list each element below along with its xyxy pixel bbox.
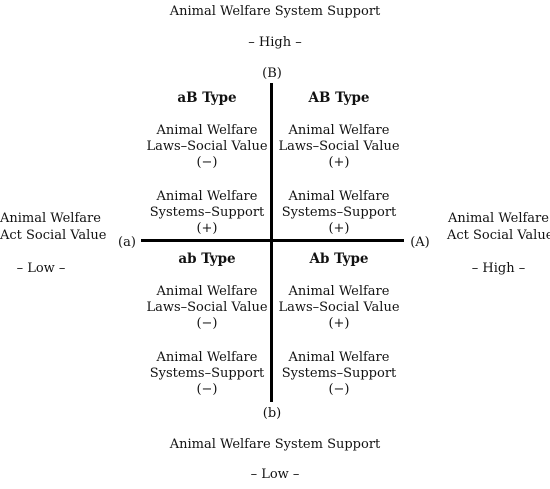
laws-sign: (+) xyxy=(328,155,350,170)
axis-label-b: (b) xyxy=(262,406,282,421)
systems-sign: (+) xyxy=(196,221,218,236)
systems-sign: (+) xyxy=(328,221,350,236)
systems-line1: Animal Welfare xyxy=(156,350,258,365)
right-axis-title-line2: Act Social Value xyxy=(447,228,550,243)
top-axis-title: Animal Welfare System Support xyxy=(169,4,381,19)
laws-line1: Animal Welfare xyxy=(156,123,258,138)
top-axis-level: – High – xyxy=(248,35,302,50)
laws-line1: Animal Welfare xyxy=(288,284,390,299)
systems-line1: Animal Welfare xyxy=(288,350,390,365)
left-axis-title-line1: Animal Welfare xyxy=(0,211,101,226)
laws-sign: (−) xyxy=(196,155,218,170)
quadrant-AB: AB Type Animal Welfare Laws–Social Value… xyxy=(274,90,404,237)
left-axis-title-line2: Act Social Value xyxy=(0,228,107,243)
horizontal-axis xyxy=(141,239,404,242)
laws-line1: Animal Welfare xyxy=(156,284,258,299)
quadrant-title: Ab Type xyxy=(309,251,369,267)
quadrant-title: AB Type xyxy=(308,90,370,106)
right-axis-level: – High – xyxy=(471,261,526,276)
axis-label-a: (a) xyxy=(118,235,136,250)
axis-label-B: (B) xyxy=(262,66,282,81)
axis-label-A: (A) xyxy=(410,235,430,250)
systems-line2: Systems–Support xyxy=(149,205,265,220)
left-axis-level: – Low – xyxy=(16,261,66,276)
laws-sign: (+) xyxy=(328,316,350,331)
quadrant-title: aB Type xyxy=(177,90,237,106)
quadrant-ab: ab Type Animal Welfare Laws–Social Value… xyxy=(142,251,272,398)
quadrant-title: ab Type xyxy=(178,251,236,267)
laws-line2: Laws–Social Value xyxy=(146,139,268,154)
right-axis-title-line1: Animal Welfare xyxy=(448,211,549,226)
bottom-axis-title: Animal Welfare System Support xyxy=(169,437,381,452)
systems-line2: Systems–Support xyxy=(281,366,397,381)
laws-line2: Laws–Social Value xyxy=(278,300,400,315)
systems-line1: Animal Welfare xyxy=(156,189,258,204)
laws-line2: Laws–Social Value xyxy=(278,139,400,154)
systems-line2: Systems–Support xyxy=(149,366,265,381)
laws-sign: (−) xyxy=(196,316,218,331)
quadrant-Ab: Ab Type Animal Welfare Laws–Social Value… xyxy=(274,251,404,398)
systems-line1: Animal Welfare xyxy=(288,189,390,204)
systems-sign: (−) xyxy=(196,382,218,397)
systems-line2: Systems–Support xyxy=(281,205,397,220)
vertical-axis xyxy=(270,83,273,402)
bottom-axis-level: – Low – xyxy=(250,467,300,482)
systems-sign: (−) xyxy=(328,382,350,397)
laws-line2: Laws–Social Value xyxy=(146,300,268,315)
quadrant-aB: aB Type Animal Welfare Laws–Social Value… xyxy=(142,90,272,237)
laws-line1: Animal Welfare xyxy=(288,123,390,138)
